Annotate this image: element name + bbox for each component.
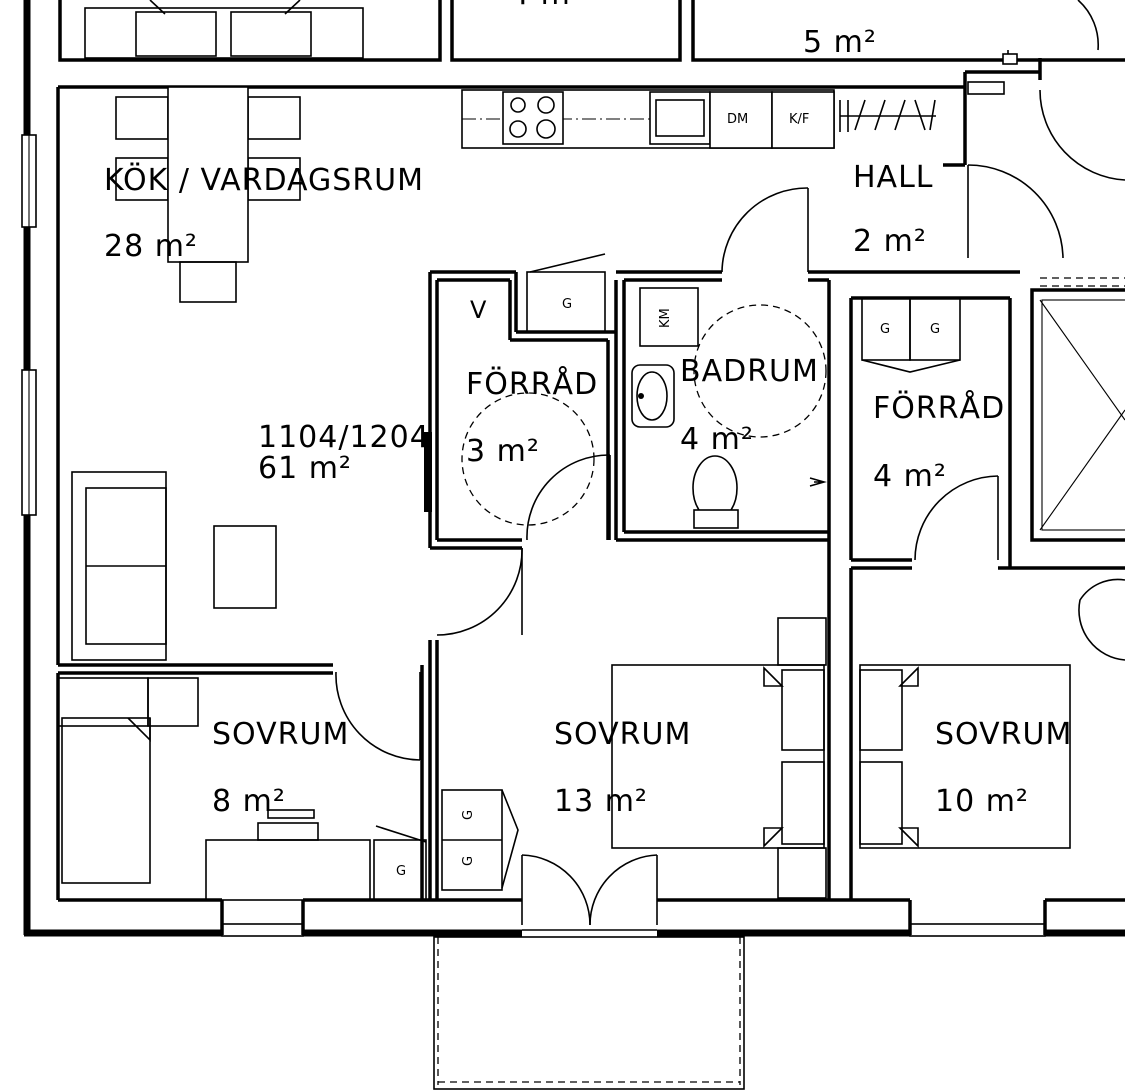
room-labels: 5 m² KÖK / VARDAGSRUM 28 m² HALL 2 m² 11… bbox=[104, 25, 1072, 819]
right-storage-fixtures: G G bbox=[861, 297, 961, 373]
sovrum-left-name: SOVRUM bbox=[212, 717, 349, 752]
hall-name: HALL bbox=[853, 160, 934, 195]
forrad-right-area: 4 m² bbox=[873, 459, 947, 494]
top-right-area: 5 m² bbox=[803, 25, 877, 60]
dishwasher-label: DM bbox=[727, 112, 748, 127]
washer-label: KM bbox=[658, 308, 673, 328]
sovrum-left-area: 8 m² bbox=[212, 784, 286, 819]
balcony bbox=[433, 936, 745, 1090]
storage-wardrobe-label: G bbox=[562, 297, 572, 312]
sink-icon-bath bbox=[631, 364, 675, 428]
badrum-area: 4 m² bbox=[680, 422, 754, 457]
upper-room-area-label: 4 m² bbox=[510, 0, 584, 12]
doors bbox=[335, 89, 1125, 926]
fridge-icon bbox=[771, 91, 835, 149]
stove-icon bbox=[502, 91, 564, 145]
sovrum-right-area: 10 m² bbox=[935, 784, 1029, 819]
ventilation-label: V bbox=[470, 296, 487, 324]
wardrobe-label-3: G bbox=[461, 856, 476, 866]
sovrum-mid-area: 13 m² bbox=[554, 784, 648, 819]
upper-rooms: 4 m² bbox=[58, 0, 1125, 62]
right-wardrobe-label-2: G bbox=[930, 322, 940, 337]
dining-table bbox=[115, 86, 301, 303]
forrad-small-area: 3 m² bbox=[466, 434, 540, 469]
sovrum-right-name: SOVRUM bbox=[935, 717, 1072, 752]
fridge-label: K/F bbox=[789, 112, 809, 127]
forrad-small-name: FÖRRÅD bbox=[466, 366, 598, 402]
forrad-right-name: FÖRRÅD bbox=[873, 390, 1005, 426]
unit-id: 1104/1204 bbox=[258, 420, 430, 455]
coffee-table bbox=[213, 525, 277, 609]
badrum-name: BADRUM bbox=[680, 354, 819, 389]
sovrum-mid-name: SOVRUM bbox=[554, 717, 691, 752]
small-storage-fixtures: G V bbox=[461, 253, 606, 526]
sofa bbox=[71, 471, 277, 661]
hall-area: 2 m² bbox=[853, 224, 927, 259]
kitchen-counter: DM K/F bbox=[461, 89, 936, 149]
unit-total-area: 61 m² bbox=[258, 451, 352, 486]
double-bed bbox=[611, 664, 825, 849]
mid-bedroom-furniture: G G bbox=[441, 617, 827, 899]
bathroom-fixtures: KM bbox=[631, 287, 827, 529]
wardrobe-label-2: G bbox=[461, 810, 476, 820]
dishwasher-icon bbox=[709, 91, 773, 149]
coat-rack-icon bbox=[839, 99, 936, 132]
right-bedroom-furniture bbox=[859, 664, 1071, 849]
kok-name: KÖK / VARDAGSRUM bbox=[104, 162, 424, 198]
kok-area: 28 m² bbox=[104, 229, 198, 264]
right-wardrobe-label-1: G bbox=[880, 322, 890, 337]
left-bedroom-furniture: G bbox=[57, 677, 427, 901]
wardrobe-label: G bbox=[396, 864, 406, 879]
